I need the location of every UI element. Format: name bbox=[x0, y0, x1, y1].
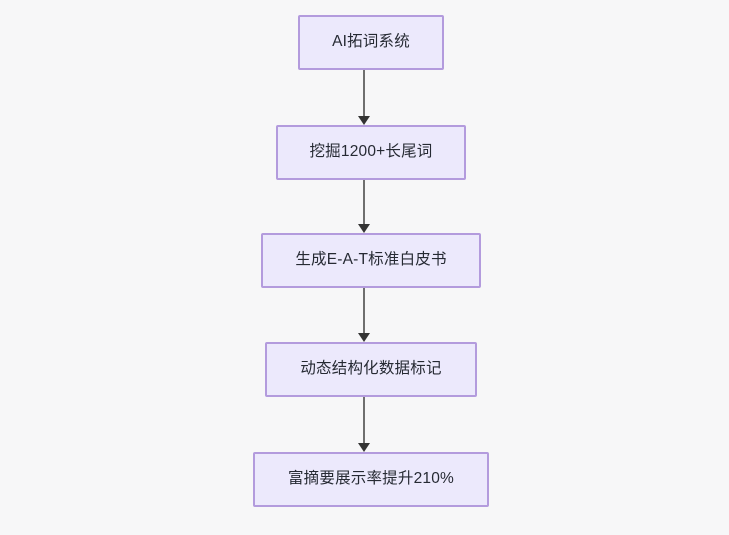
flow-node-ai-keyword-system[interactable]: AI拓词系统 bbox=[298, 15, 444, 70]
flow-node-label: AI拓词系统 bbox=[332, 33, 410, 51]
connector-line bbox=[363, 180, 365, 225]
connector-line bbox=[363, 397, 365, 444]
arrowhead-down-icon bbox=[358, 443, 370, 452]
flow-node-dynamic-structured-data-markup[interactable]: 动态结构化数据标记 bbox=[265, 342, 477, 397]
flow-node-rich-snippet-rate-increase[interactable]: 富摘要展示率提升210% bbox=[253, 452, 489, 507]
flow-node-generate-eat-whitepaper[interactable]: 生成E-A-T标准白皮书 bbox=[261, 233, 481, 288]
connector-line bbox=[363, 70, 365, 117]
arrowhead-down-icon bbox=[358, 116, 370, 125]
flow-node-label: 挖掘1200+长尾词 bbox=[309, 143, 433, 161]
flow-connector-2 bbox=[357, 180, 371, 233]
flow-node-label: 动态结构化数据标记 bbox=[300, 360, 442, 378]
flow-node-mine-longtail-keywords[interactable]: 挖掘1200+长尾词 bbox=[276, 125, 466, 180]
flow-connector-1 bbox=[357, 70, 371, 125]
arrowhead-down-icon bbox=[358, 333, 370, 342]
flow-node-label: 富摘要展示率提升210% bbox=[287, 470, 455, 488]
flow-node-label: 生成E-A-T标准白皮书 bbox=[295, 251, 447, 269]
arrowhead-down-icon bbox=[358, 224, 370, 233]
connector-line bbox=[363, 288, 365, 334]
flow-connector-4 bbox=[357, 397, 371, 452]
flow-connector-3 bbox=[357, 288, 371, 342]
